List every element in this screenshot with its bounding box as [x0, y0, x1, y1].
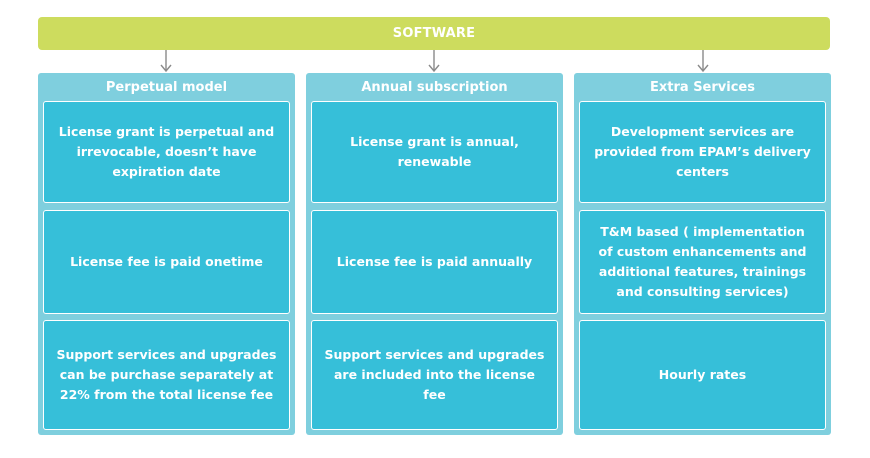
card-text: License fee is paid annually: [336, 254, 533, 269]
column-annual-subscription: Annual subscription License grant is ann…: [306, 73, 563, 435]
column-title: Extra Services: [650, 79, 755, 95]
card-development-services: Development services are provided from E…: [579, 101, 826, 203]
column-extra-services: Extra Services Development services are …: [574, 73, 831, 435]
card-license-grant: License grant is annual, renewable: [311, 101, 558, 203]
column-title: Annual subscription: [361, 79, 508, 95]
card-text: Support services and upgrades are includ…: [324, 347, 545, 402]
arrow-down-icon: [428, 50, 440, 73]
card-text: License grant is perpetual and irrevocab…: [58, 124, 275, 179]
card-license-fee: License fee is paid annually: [311, 210, 558, 314]
card-support: Support services and upgrades are includ…: [311, 320, 558, 430]
card-text: License grant is annual, renewable: [350, 134, 519, 169]
card-tm-based: T&M based ( implementation of custom enh…: [579, 210, 826, 314]
card-license-grant: License grant is perpetual and irrevocab…: [43, 101, 290, 203]
column-perpetual-model: Perpetual model License grant is perpetu…: [38, 73, 295, 435]
software-banner: SOFTWARE: [38, 17, 830, 50]
card-support: Support services and upgrades can be pur…: [43, 320, 290, 430]
card-hourly-rates: Hourly rates: [579, 320, 826, 430]
banner-label: SOFTWARE: [392, 26, 476, 41]
card-text: Development services are provided from E…: [594, 124, 811, 179]
arrow-down-icon: [697, 50, 709, 73]
column-title: Perpetual model: [105, 79, 228, 95]
card-text: Hourly rates: [658, 367, 747, 382]
card-text: License fee is paid onetime: [70, 254, 263, 269]
card-text: T&M based ( implementation of custom enh…: [598, 224, 807, 299]
card-text: Support services and upgrades can be pur…: [56, 347, 277, 402]
arrow-down-icon: [160, 50, 172, 73]
card-license-fee: License fee is paid onetime: [43, 210, 290, 314]
